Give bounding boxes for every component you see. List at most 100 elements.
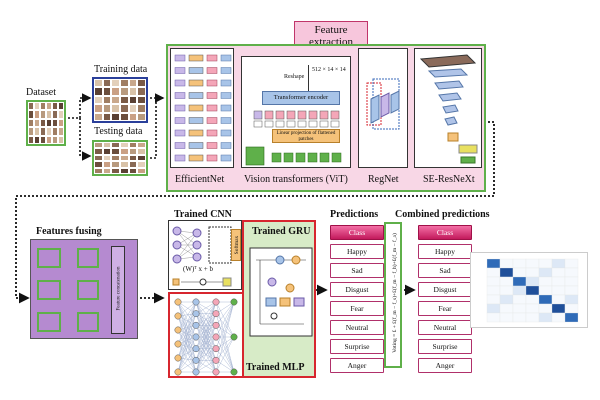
confusion-cell: [486, 294, 501, 305]
vit-position: [275, 120, 285, 128]
mlp-link: [195, 301, 217, 338]
confusion-cell: [525, 294, 540, 305]
confusion-cell: [551, 276, 566, 287]
face-thumb: [120, 95, 129, 105]
predictions-title: Predictions: [330, 209, 379, 220]
confusion-cell: [564, 294, 579, 305]
mlp-link: [177, 301, 197, 317]
confusion-cell: [512, 312, 527, 323]
eff-block: [220, 142, 232, 149]
confusion-cell: [486, 303, 501, 314]
mlp-node: [192, 333, 200, 341]
mlp-link: [215, 301, 235, 338]
face-thumb: [94, 79, 103, 88]
mlp-node: [212, 333, 220, 341]
eff-block: [206, 67, 218, 74]
voting-box: Voting = £ + £(f_m − f_s)+£(f_m − f_h)+£…: [384, 222, 402, 368]
face-thumb: [137, 104, 146, 113]
confusion-cell: [486, 267, 501, 278]
confusion-cell: [525, 267, 540, 278]
cnn-formula: (W)ᵀ x + b: [183, 265, 214, 273]
face-thumb: [111, 87, 120, 96]
vit-position: [264, 120, 274, 128]
vit-box: Reshape 512 × 14 × 14 Transformer encode…: [241, 56, 351, 168]
mlp-link: [177, 301, 197, 359]
face-thumb: [120, 167, 129, 174]
face-thumb: [58, 110, 64, 119]
face-thumb: [58, 127, 64, 136]
face-thumb: [111, 167, 120, 174]
mlp-link: [177, 313, 197, 359]
eff-block: [206, 142, 218, 149]
arrow-dataset-train: [68, 93, 92, 119]
testing-data-label: Testing data: [94, 126, 143, 137]
confusion-cell: [538, 312, 553, 323]
mlp-link: [215, 348, 235, 373]
mlp-node: [212, 298, 220, 306]
mlp-node: [192, 310, 200, 318]
combined-cell-0: Class: [418, 225, 472, 240]
face-thumb: [94, 87, 103, 96]
mlp-node: [212, 345, 220, 353]
vit-reshape-label: Reshape: [284, 74, 305, 80]
face-thumb: [128, 95, 138, 105]
eff-block: [174, 54, 186, 62]
predictions-cell-6: Surprise: [330, 339, 384, 354]
gru-cell-diagram: [249, 247, 313, 337]
vit-arrow-up: [308, 65, 309, 91]
confusion-cell: [538, 276, 553, 287]
confusion-cell: [525, 276, 540, 287]
vit-patch: [295, 152, 306, 163]
combined-cell-6: Surprise: [418, 339, 472, 354]
se-resnext-diagram: [419, 54, 478, 164]
mlp-node: [192, 321, 200, 329]
vit-encoder-block: Transformer encoder: [262, 91, 340, 105]
combined-cell-2: Sad: [418, 263, 472, 278]
face-thumb: [137, 112, 146, 121]
confusion-cell: [512, 276, 527, 287]
mlp-node: [212, 356, 220, 364]
mlp-link: [215, 336, 235, 349]
mlp-link: [195, 360, 217, 373]
mlp-node: [230, 298, 238, 306]
eff-block: [188, 154, 204, 162]
face-thumb: [102, 87, 112, 96]
trained-gru-label: Trained GRU: [252, 226, 311, 237]
mlp-node: [174, 326, 182, 334]
face-thumb: [58, 102, 64, 111]
face-thumb: [102, 95, 112, 105]
softmax-block: Softmax: [231, 229, 241, 261]
face-thumb: [111, 112, 120, 121]
eff-block: [188, 142, 204, 149]
mlp-link: [195, 301, 217, 349]
mlp-link: [177, 313, 197, 331]
confusion-cell: [486, 312, 501, 323]
mlp-node: [230, 333, 238, 341]
confusion-cell: [564, 267, 579, 278]
features-fusing-label: Features fusing: [36, 226, 102, 237]
eff-block: [174, 117, 186, 124]
confusion-cell: [499, 267, 514, 278]
vit-patch: [319, 152, 330, 163]
eff-block: [220, 92, 232, 99]
eff-block: [220, 54, 232, 62]
confusion-cell: [551, 258, 566, 269]
face-thumb: [137, 87, 146, 96]
confusion-cell: [551, 303, 566, 314]
face-thumb: [137, 95, 146, 105]
softmax-label: Softmax: [234, 235, 240, 255]
eff-block: [174, 142, 186, 149]
se-resnext-label: SE-ResNeXt: [423, 174, 475, 185]
voting-formula: Voting = £ + £(f_m − f_s)+£(f_m − f_h)+£…: [392, 233, 398, 353]
mlp-link: [177, 301, 197, 345]
dataset-label: Dataset: [26, 87, 56, 98]
vit-position: [308, 120, 318, 128]
eff-block: [174, 104, 186, 112]
confusion-cell: [564, 276, 579, 287]
predictions-cell-2: Sad: [330, 263, 384, 278]
mlp-link: [177, 301, 197, 349]
face-thumb: [102, 79, 112, 88]
se-resnext-box: [414, 48, 482, 168]
mlp-node: [192, 368, 200, 376]
face-thumb: [58, 118, 64, 128]
